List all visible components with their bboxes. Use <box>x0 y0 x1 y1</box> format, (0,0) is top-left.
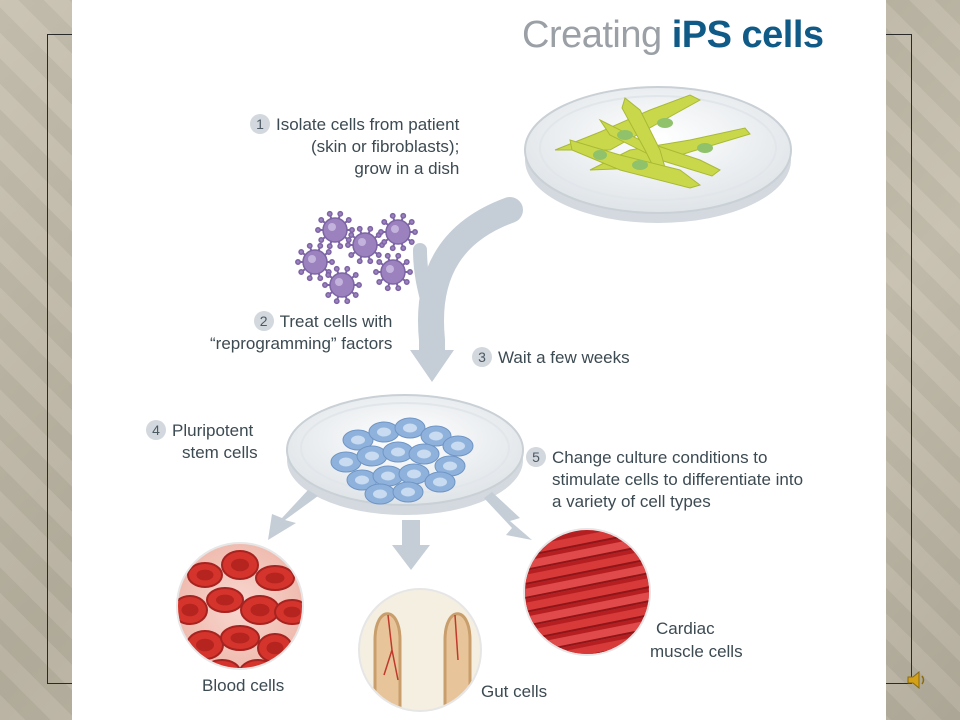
step-text: (skin or fibroblasts); <box>310 137 460 156</box>
reprogramming-factors <box>295 210 418 305</box>
stem-cell <box>424 471 456 493</box>
red-blood-cell <box>221 550 259 580</box>
cardiac-cells-image <box>523 528 651 656</box>
step-3: 3 Wait a few weeks <box>472 347 630 369</box>
step-text: Wait a few weeks <box>498 348 630 367</box>
stem-cell <box>382 441 414 463</box>
stem-cell <box>392 481 424 503</box>
muscle-fiber <box>525 548 649 586</box>
red-blood-cell <box>255 565 295 591</box>
muscle-fiber <box>525 576 649 614</box>
step-5: 5 Change culture conditions to stimulate … <box>526 447 803 513</box>
title-bold: iPS cells <box>671 14 824 56</box>
step-4: 4 Pluripotent stem cells <box>146 420 258 464</box>
virus-particle <box>295 242 335 282</box>
virus-particle <box>322 265 362 305</box>
curved-arrow <box>418 197 523 365</box>
muscle-fiber <box>525 604 649 642</box>
stem-cell <box>408 443 440 465</box>
red-blood-cell <box>240 595 280 625</box>
speaker-icon[interactable] <box>905 668 929 692</box>
red-blood-cell <box>187 562 223 588</box>
step-text: Treat cells with <box>279 312 393 331</box>
virus-arrow <box>413 243 439 327</box>
step-text: stimulate cells to differentiate into <box>552 470 804 489</box>
step-text: “reprogramming” factors <box>210 334 393 353</box>
red-blood-cell <box>178 595 208 625</box>
stem-cell <box>346 469 378 491</box>
blood-cells-image <box>176 542 304 670</box>
gut-cells-image <box>358 588 482 712</box>
red-blood-cell <box>274 599 302 625</box>
step-text: Change culture conditions to <box>552 448 768 467</box>
cardiac-label-line: muscle cells <box>650 642 743 661</box>
diagram-title: Creating iPS cells <box>522 14 872 62</box>
step-number: 3 <box>472 347 492 367</box>
stem-cell <box>434 455 466 477</box>
virus-particle <box>373 252 413 292</box>
red-blood-cell <box>220 625 260 651</box>
muscle-fiber <box>525 562 649 600</box>
step-number: 5 <box>526 447 546 467</box>
red-blood-cell <box>206 587 244 613</box>
muscle-fiber-edge <box>525 584 649 614</box>
step-text: a variety of cell types <box>552 492 711 511</box>
step-text: Pluripotent <box>172 421 254 440</box>
virus-particle <box>315 210 355 250</box>
stem-cell <box>368 421 400 443</box>
muscle-fiber <box>525 590 649 628</box>
petri-dish-fibroblasts <box>524 86 792 223</box>
cardiac-label-line: Cardiac <box>656 619 715 638</box>
blood-cells-label: Blood cells <box>202 676 285 695</box>
virus-particle <box>378 212 418 252</box>
step-number: 2 <box>253 311 274 331</box>
stem-cell <box>364 483 396 505</box>
step-number: 1 <box>250 114 270 134</box>
muscle-fiber-edge <box>525 570 649 600</box>
title-light: Creating <box>522 14 672 56</box>
curved-arrow-head <box>410 350 454 382</box>
stem-cell <box>372 465 404 487</box>
stem-cell <box>420 425 452 447</box>
step-1: 1 Isolate cells from patient (skin or fib… <box>250 114 459 180</box>
stem-cell <box>330 451 362 473</box>
stem-cell <box>394 417 426 439</box>
gut-cells-label: Gut cells <box>481 682 548 701</box>
stem-cell <box>356 445 388 467</box>
stem-cell <box>342 429 374 451</box>
step-text: stem cells <box>182 443 258 462</box>
differentiation-arrows <box>268 490 532 570</box>
muscle-fiber <box>525 530 649 558</box>
stem-cell <box>442 435 474 457</box>
stem-cell-colony <box>330 417 474 505</box>
red-blood-cell <box>186 630 224 660</box>
step-number: 4 <box>146 420 166 440</box>
stem-cell <box>398 463 430 485</box>
step-text: Isolate cells from patient <box>276 115 460 134</box>
cardiac-cells-label: Cardiac muscle cells <box>650 617 743 663</box>
virus-particle <box>345 225 385 265</box>
muscle-fiber-edge <box>525 556 649 586</box>
step-text: grow in a dish <box>354 159 460 178</box>
muscle-fiber-edge <box>525 598 649 628</box>
step-2: 2 Treat cells with “reprogramming” factor… <box>210 311 392 355</box>
